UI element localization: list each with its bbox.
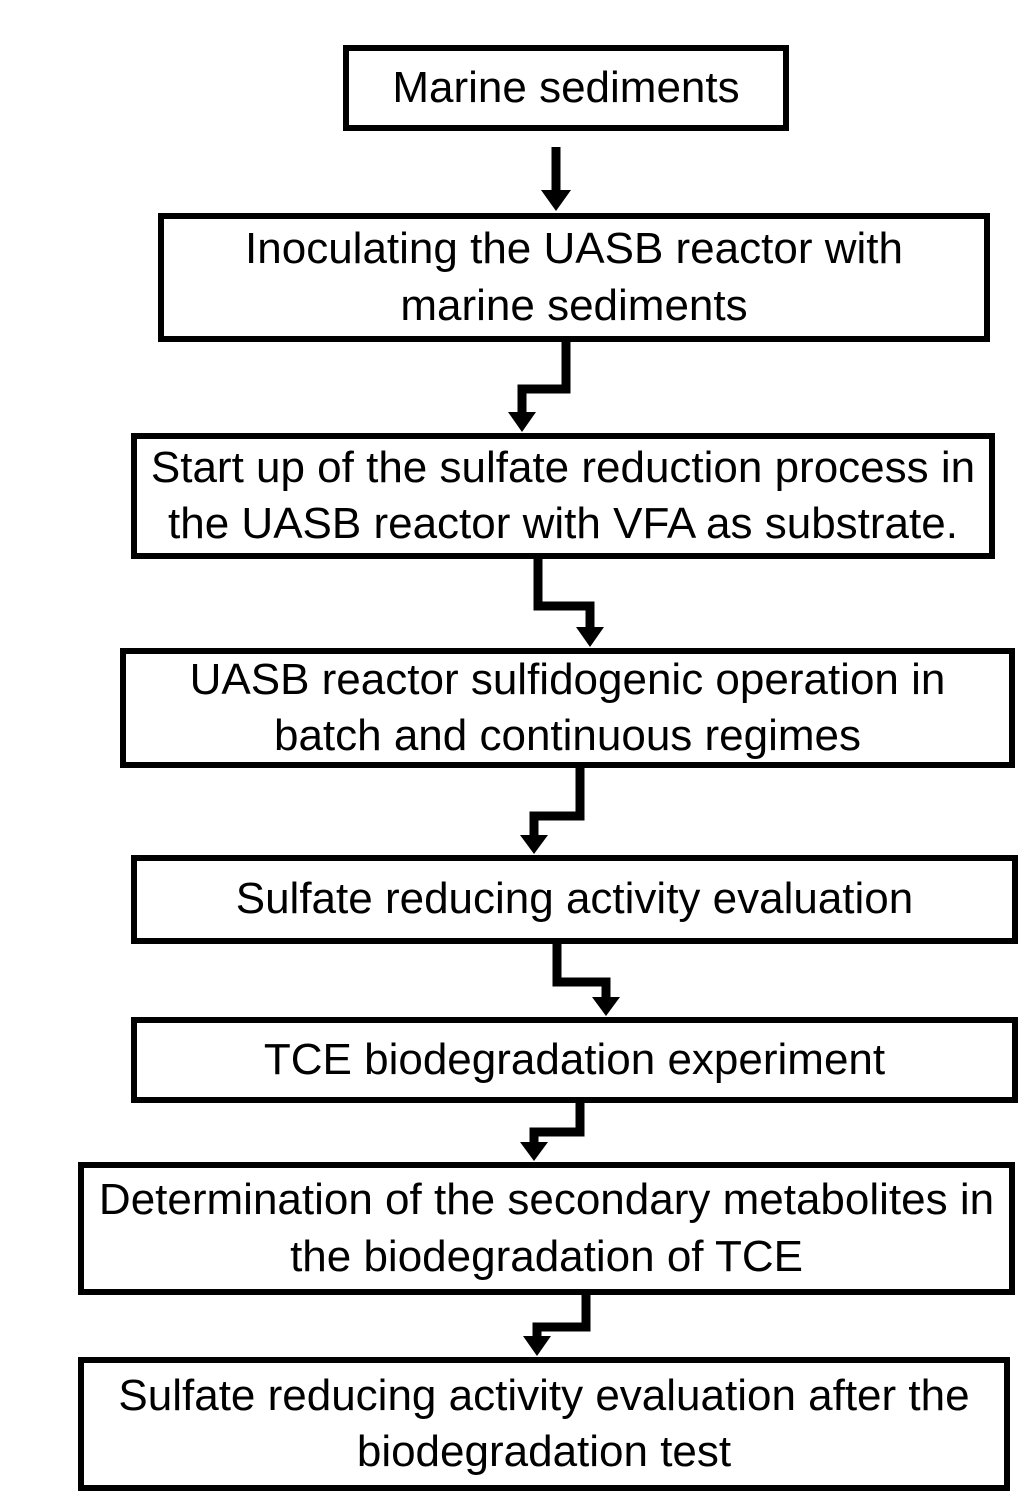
step-inoculating-uasb: Inoculating the UASB reactor with marine… bbox=[158, 213, 990, 342]
step-label: Sulfate reducing activity evaluation bbox=[235, 874, 914, 924]
step-label: Start up of the sulfate reduction proces… bbox=[150, 442, 976, 548]
connector-arrow-7 bbox=[523, 1293, 591, 1356]
step-activity-after-biodegradation: Sulfate reducing activity evaluation aft… bbox=[78, 1357, 1010, 1491]
step-sulfidogenic-operation: UASB reactor sulfidogenic operation in b… bbox=[120, 648, 1015, 768]
step-marine-sediments: Marine sediments bbox=[343, 45, 789, 131]
step-tce-biodegradation-experiment: TCE biodegradation experiment bbox=[131, 1017, 1018, 1103]
connector-arrow-6 bbox=[520, 1101, 585, 1161]
connector-arrow-4 bbox=[520, 766, 585, 854]
step-secondary-metabolites-determination: Determination of the secondary metabolit… bbox=[78, 1162, 1015, 1295]
step-label: Determination of the secondary metabolit… bbox=[98, 1175, 995, 1281]
connector-arrow-2 bbox=[508, 339, 571, 432]
step-label: TCE biodegradation experiment bbox=[263, 1034, 886, 1084]
connector-arrow-5 bbox=[552, 942, 620, 1016]
step-label: Marine sediments bbox=[392, 62, 740, 112]
connector-arrow-1 bbox=[541, 147, 571, 211]
step-label: Inoculating the UASB reactor with marine… bbox=[245, 224, 903, 330]
step-label: Sulfate reducing activity evaluation aft… bbox=[118, 1370, 970, 1476]
step-label: UASB reactor sulfidogenic operation in b… bbox=[189, 654, 946, 760]
step-startup-sulfate-reduction: Start up of the sulfate reduction proces… bbox=[131, 433, 995, 559]
step-sulfate-activity-evaluation: Sulfate reducing activity evaluation bbox=[131, 855, 1018, 944]
connector-arrow-3 bbox=[533, 556, 604, 647]
